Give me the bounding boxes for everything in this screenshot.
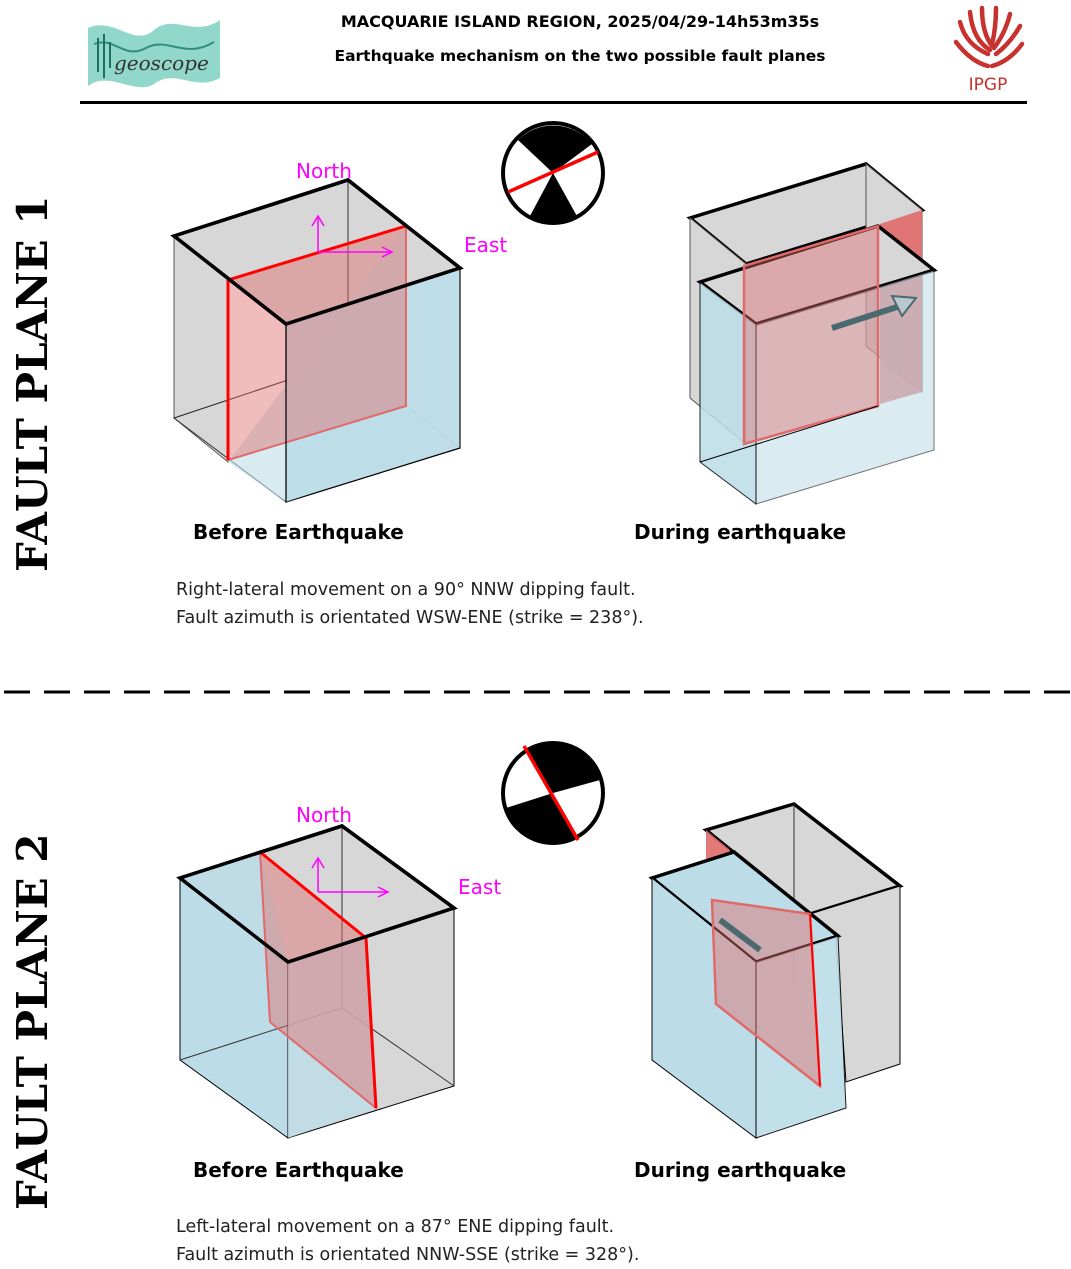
east-label-2: East	[458, 875, 501, 899]
description-1-line2: Fault azimuth is orientated WSW-ENE (str…	[176, 608, 644, 628]
page-title: MACQUARIE ISLAND REGION, 2025/04/29-14h5…	[340, 12, 820, 31]
description-2-line2: Fault azimuth is orientated NNW-SSE (str…	[176, 1245, 640, 1265]
before-caption-1: Before Earthquake	[193, 520, 404, 544]
description-1-line1: Right-lateral movement on a 90° NNW dipp…	[176, 580, 636, 600]
section-separator	[4, 690, 1071, 694]
beachball-2	[501, 741, 605, 845]
north-label-2: North	[296, 803, 352, 827]
block-during-2	[648, 802, 904, 1139]
block-before-1: North East	[170, 159, 507, 503]
ipgp-logo: IPGP	[953, 5, 1025, 95]
side-label-fault-plane-2: FAULT PLANE 2	[8, 833, 57, 1210]
page-subtitle: Earthquake mechanism on the two possible…	[334, 47, 826, 65]
geoscope-logo-text: geoscope	[114, 51, 209, 75]
ipgp-logo-text: IPGP	[969, 75, 1008, 95]
before-caption-2: Before Earthquake	[193, 1158, 404, 1182]
during-caption-1: During earthquake	[634, 520, 847, 544]
east-label-1: East	[464, 233, 507, 257]
header-rule	[80, 101, 1027, 104]
description-2-line1: Left-lateral movement on a 87° ENE dippi…	[176, 1217, 615, 1237]
beachball-1	[501, 121, 605, 225]
block-before-2: North East	[176, 803, 501, 1139]
side-label-fault-plane-1: FAULT PLANE 1	[8, 195, 57, 572]
block-during-1	[686, 162, 938, 505]
north-label-1: North	[296, 159, 352, 183]
fault-plane-1-during	[742, 224, 880, 446]
geoscope-logo: geoscope	[88, 20, 220, 88]
during-caption-2: During earthquake	[634, 1158, 847, 1182]
